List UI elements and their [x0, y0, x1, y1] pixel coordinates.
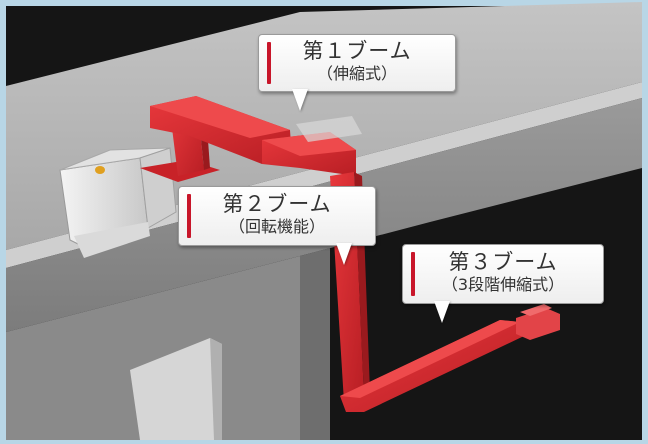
callout-boom1: 第１ブーム （伸縮式）: [258, 34, 456, 92]
callout-accent-bar: [411, 252, 415, 296]
callout-boom2-subtitle: （回転機能）: [228, 217, 325, 236]
callout-boom1-pointer: [292, 89, 308, 111]
deck-curb: [6, 82, 642, 268]
boom3-arm: [340, 320, 524, 412]
bridge-pier: [6, 256, 300, 440]
callout-boom2-title: 第２ブーム: [222, 192, 332, 216]
pillar-edge: [210, 338, 222, 440]
callout-accent-bar: [187, 194, 191, 238]
pillar-light: [130, 338, 222, 440]
callout-boom3: 第３ブーム （3段階伸縮式）: [402, 244, 604, 304]
callout-boom3-subtitle: （3段階伸縮式）: [441, 275, 565, 294]
boom3-tip: [516, 308, 560, 340]
callout-boom3-pointer: [434, 301, 450, 323]
callout-boom2-pointer: [336, 243, 352, 265]
pier-shadow: [300, 248, 330, 440]
callout-boom3-title: 第３ブーム: [448, 250, 558, 274]
callout-boom1-title: 第１ブーム: [302, 39, 412, 63]
callout-boom2: 第２ブーム （回転機能）: [178, 186, 376, 246]
callout-accent-bar: [267, 42, 271, 84]
callout-boom1-subtitle: （伸縮式）: [316, 64, 397, 83]
